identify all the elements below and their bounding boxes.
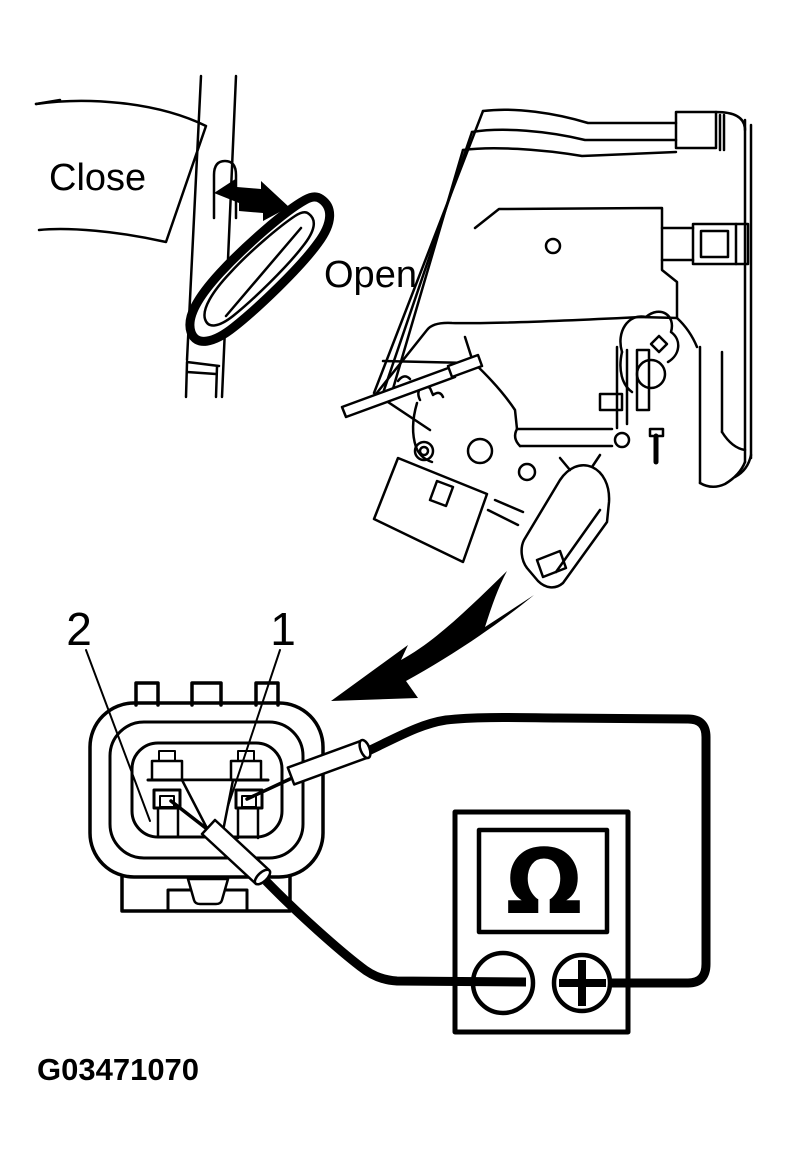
crank-pivot (635, 358, 667, 390)
ohmmeter (452, 809, 631, 1035)
striker-notch (691, 222, 750, 266)
lock-body-outline (473, 206, 679, 320)
pin-2-label: 2 (66, 603, 92, 655)
actuator-block (372, 456, 489, 564)
probe-on-terminal-1 (245, 738, 372, 801)
body-hole (544, 237, 562, 255)
door-knob-inset (34, 74, 335, 399)
probe-on-terminal-2 (169, 799, 272, 886)
connector-latch (186, 877, 230, 906)
positive-lead-wire (364, 713, 711, 988)
plus-terminal-icon (559, 960, 606, 1006)
knob-slot (212, 159, 238, 220)
callout-arrow-icon (331, 571, 534, 701)
lock-knob-inner-line (203, 211, 316, 327)
connector-closeup (85, 649, 325, 913)
ohmmeter-screen (476, 827, 610, 935)
lock-knob-outline (185, 192, 335, 346)
pin-1-label: 1 (270, 603, 296, 655)
lock-assembly (340, 108, 753, 589)
ohmmeter-body (452, 809, 631, 1035)
door-panel-outline (34, 99, 208, 244)
door-pillar-line (220, 74, 238, 399)
pin2-leader-line (85, 649, 151, 822)
open-label: Open (324, 254, 417, 296)
negative-lead-wire (262, 877, 527, 987)
figure-id-caption: G03471070 (37, 1052, 199, 1087)
open-close-arrow-icon (214, 178, 289, 221)
pin1-leader-line (227, 649, 281, 807)
ohm-symbol: Ω (506, 830, 583, 935)
close-label: Close (49, 157, 146, 199)
test-lead-wires (262, 713, 711, 988)
